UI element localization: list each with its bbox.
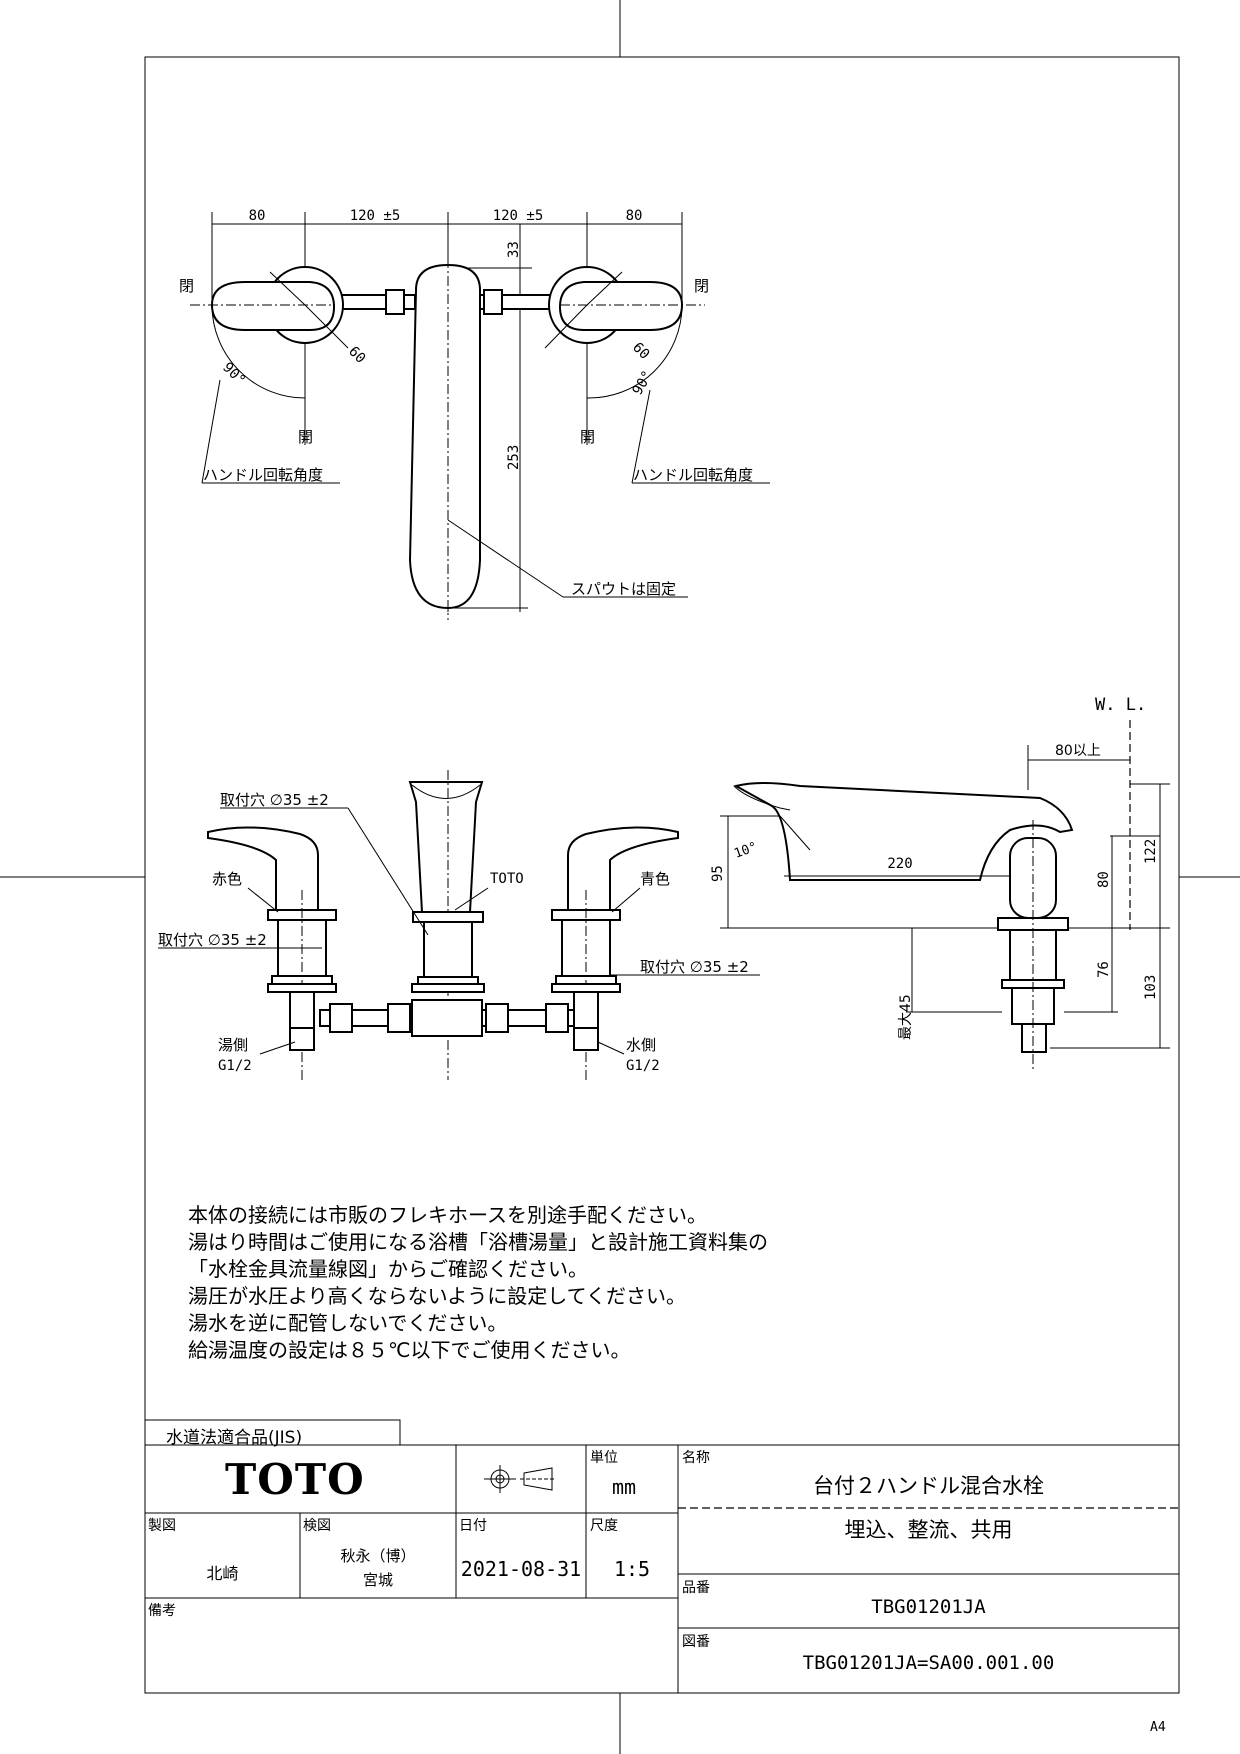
scale-value: 1:5 xyxy=(613,1557,651,1581)
angle-left: 90° xyxy=(219,360,248,389)
dim-center-left: 120 ±5 xyxy=(350,208,401,224)
close-right: 閉 xyxy=(694,277,709,295)
toto-logo: TOTO xyxy=(225,1455,365,1504)
dim-10deg: 10° xyxy=(732,840,759,862)
notes-block: 本体の接続には市販のフレキホースを別途手配ください。 湯はり時間はご使用になる浴… xyxy=(188,1202,1008,1364)
mount-hole-left: 取付穴 ∅35 ±2 xyxy=(158,931,267,949)
paper-size: A4 xyxy=(1150,1720,1166,1735)
dim-60-left: 60 xyxy=(345,344,368,367)
dim-right: 80 xyxy=(626,208,643,224)
spout-fixed-label: スパウトは固定 xyxy=(571,580,676,598)
note-line: 給湯温度の設定は８５℃以下でご使用ください。 xyxy=(188,1338,631,1362)
drawing-label: 図番 xyxy=(682,1634,710,1650)
name-value: 台付２ハンドル混合水栓 xyxy=(813,1474,1044,1498)
blue-label: 青色 xyxy=(640,870,670,888)
part-value: TBG01201JA xyxy=(871,1596,986,1618)
cold-side-label: 水側 xyxy=(626,1036,656,1054)
top-view: 80 120 ±5 120 ±5 80 33 253 60 90° 閉 開 ハン… xyxy=(179,208,770,620)
note-line: 「水栓金具流量線図」からご確認ください。 xyxy=(188,1257,588,1281)
part-label: 品番 xyxy=(682,1580,710,1596)
checked-label: 検図 xyxy=(303,1518,331,1534)
side-view: W. L. 80以上 95 10° 220 80 122 76 xyxy=(710,695,1170,1070)
note-line: 湯圧が水圧より高くならないように設定してください。 xyxy=(188,1284,686,1308)
drawn-label: 製図 xyxy=(148,1518,176,1534)
over80-label: 80以上 xyxy=(1055,743,1101,759)
drawing-value: TBG01201JA=SA00.001.00 xyxy=(802,1652,1055,1674)
dim-220: 220 xyxy=(887,856,912,872)
note-line: 本体の接続には市販のフレキホースを別途手配ください。 xyxy=(188,1203,707,1227)
handle-rotation-right: ハンドル回転角度 xyxy=(633,466,753,484)
dim-95: 95 xyxy=(710,865,726,882)
jis-label: 水道法適合品(JIS) xyxy=(166,1428,303,1448)
sub-name: 埋込、整流、共用 xyxy=(844,1518,1013,1542)
dim-60-right: 60 xyxy=(629,340,652,363)
front-view: TOTO 赤色 青色 取付穴 ∅35 ±2 取付穴 ∅35 ±2 取付穴 ∅35… xyxy=(158,770,760,1080)
date-value: 2021-08-31 xyxy=(460,1557,582,1581)
title-block xyxy=(144,1419,1179,1693)
red-label: 赤色 xyxy=(212,870,242,888)
dim-76: 76 xyxy=(1096,961,1112,978)
dim-253: 253 xyxy=(506,445,522,470)
dim-122: 122 xyxy=(1143,839,1159,864)
mount-hole-right: 取付穴 ∅35 ±2 xyxy=(640,958,749,976)
cold-thread-label: G1/2 xyxy=(626,1058,660,1074)
brand-mark: TOTO xyxy=(490,871,524,887)
dim-center-right: 120 ±5 xyxy=(493,208,544,224)
scale-label: 尺度 xyxy=(590,1518,618,1534)
dim-left: 80 xyxy=(249,208,266,224)
checked-value-1: 秋永（博） xyxy=(340,1547,416,1565)
open-right: 開 xyxy=(580,428,595,446)
max45-label: 最大45 xyxy=(898,994,914,1040)
wl-label: W. L. xyxy=(1095,695,1146,715)
dim-103: 103 xyxy=(1143,975,1159,1000)
hot-thread-label: G1/2 xyxy=(218,1058,252,1074)
mount-hole-top: 取付穴 ∅35 ±2 xyxy=(220,791,329,809)
date-label: 日付 xyxy=(459,1518,487,1534)
dim-80: 80 xyxy=(1096,871,1112,888)
hot-side-label: 湯側 xyxy=(218,1036,248,1054)
dim-33: 33 xyxy=(506,241,522,258)
drawn-value: 北崎 xyxy=(206,1564,239,1583)
note-line: 湯水を逆に配管しないでください。 xyxy=(188,1311,508,1335)
projection-symbol-icon xyxy=(484,1465,556,1493)
handle-rotation-left: ハンドル回転角度 xyxy=(203,466,323,484)
unit-value: mm xyxy=(612,1475,637,1499)
note-line: 湯はり時間はご使用になる浴槽「浴槽湯量」と設計施工資料集の xyxy=(188,1230,768,1254)
open-left: 開 xyxy=(298,428,313,446)
angle-right: 90° xyxy=(630,368,657,398)
name-label: 名称 xyxy=(682,1450,710,1466)
remarks-label: 備考 xyxy=(148,1603,176,1619)
checked-value-2: 宮城 xyxy=(362,1571,393,1589)
unit-label: 単位 xyxy=(590,1450,618,1466)
close-left: 閉 xyxy=(179,277,194,295)
